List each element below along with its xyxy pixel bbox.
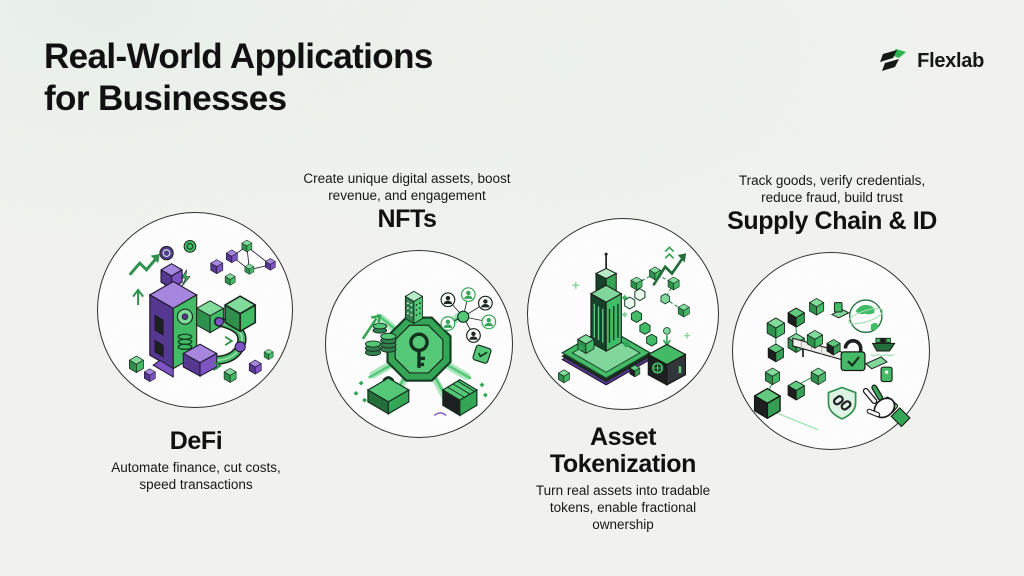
asset-tokenization-description: Turn real assets into tradable tokens, e… — [535, 483, 711, 532]
supply-chain-title: Supply Chain & ID — [727, 207, 937, 235]
tokenized-building-vault-illustration — [558, 246, 691, 386]
asset-tokenization-label-block: Asset Tokenization Turn real assets into… — [500, 424, 746, 533]
supply-chain-conveyor-illustration — [753, 298, 911, 431]
flexlab-logo-icon — [880, 49, 907, 71]
defi-machine-illustration — [128, 239, 276, 383]
defi-circle — [97, 212, 293, 408]
supply-chain-label-block: Track goods, verify credentials, reduce … — [697, 172, 967, 235]
nfts-description: Create unique digital assets, boost reve… — [303, 171, 511, 203]
defi-label-block: DeFi Automate finance, cut costs, speed … — [63, 428, 329, 493]
page-title: Real-World Applications for Businesses — [44, 36, 433, 120]
supply-chain-description: Track goods, verify credentials, reduce … — [738, 173, 926, 205]
asset-tokenization-circle — [527, 218, 719, 410]
asset-tokenization-title: Asset Tokenization — [549, 423, 697, 478]
nfts-label-block: Create unique digital assets, boost reve… — [284, 170, 530, 233]
brand-logo: Flexlab — [879, 46, 984, 76]
nfts-circle — [325, 250, 513, 438]
defi-title: DeFi — [169, 427, 223, 455]
supply-chain-circle — [732, 252, 930, 450]
nfts-title: NFTs — [377, 205, 437, 233]
page-title-line2: for Businesses — [44, 79, 287, 118]
nft-key-shield-illustration — [353, 287, 497, 417]
brand-name: Flexlab — [917, 49, 984, 72]
defi-description: Automate finance, cut costs, speed trans… — [111, 460, 281, 492]
page-title-line1: Real-World Applications — [44, 37, 433, 76]
